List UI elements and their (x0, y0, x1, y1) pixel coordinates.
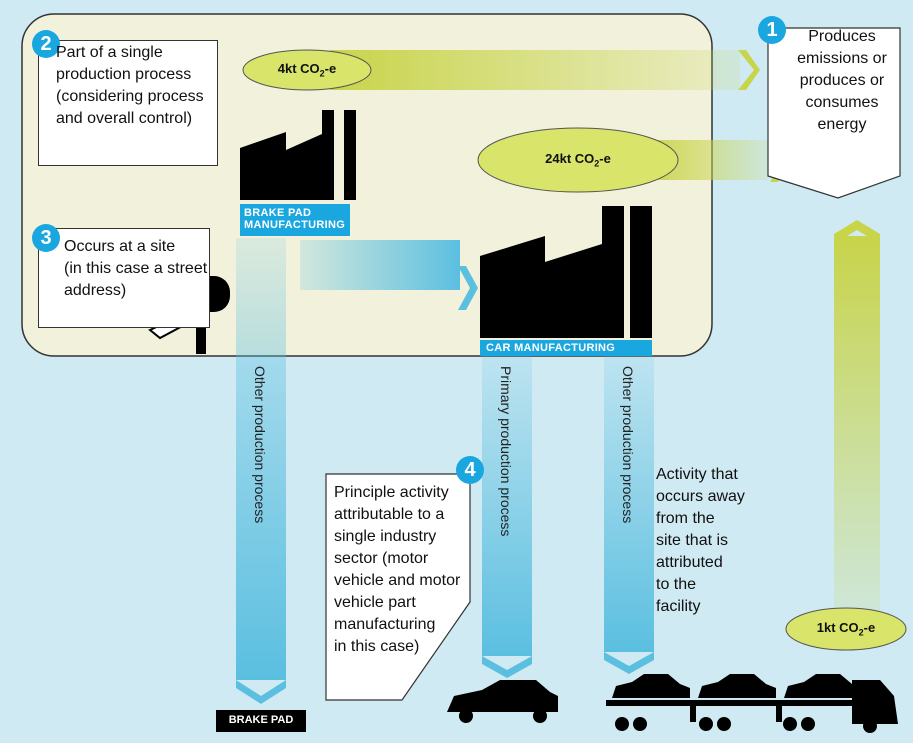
car-output-icon (447, 680, 558, 723)
brake-pad-to-car-arrow (300, 240, 478, 310)
car-primary-process-label: Primary production process (498, 366, 514, 537)
flow-brake-pad-other (236, 238, 286, 704)
step-3-text: Occurs at a site (in this case a street … (64, 238, 208, 299)
step-2-text: Part of a single production process (con… (56, 44, 204, 127)
brake-pad-factory-icon (240, 110, 356, 200)
brake-pad-other-process-label: Other production process (252, 366, 268, 524)
emission-4kt-label: 4kt CO2-e (277, 61, 337, 79)
emission-flow-arrow-vertical (834, 220, 880, 616)
step-3-badge: 3 (32, 224, 60, 252)
flow-car-primary (482, 356, 532, 678)
step-2-badge: 2 (32, 30, 60, 58)
cloud-24kt (477, 127, 679, 193)
step-2-box (38, 40, 218, 166)
flow-car-other (604, 356, 654, 674)
cloud-1kt (785, 607, 907, 651)
step-4-box (325, 473, 471, 701)
step-4-text: Principle activity attributable to a sin… (334, 484, 461, 655)
car-transporter-icon (606, 674, 898, 733)
brake-pad-output-label: BRAKE PAD (228, 714, 294, 726)
offsite-activity-note: Activity that occurs away from the site … (656, 466, 745, 615)
brake-pad-facility-label: BRAKE PAD MANUFACTURING (240, 204, 350, 236)
step-4-badge: 4 (456, 456, 484, 484)
step-3-box (38, 228, 210, 328)
emission-1kt-label: 1kt CO2-e (816, 620, 876, 638)
step-1-box (767, 27, 901, 199)
emission-24kt-label: 24kt CO2-e (545, 151, 611, 169)
cloud-4kt (242, 49, 372, 91)
car-facility-label: CAR MANUFACTURING (480, 340, 652, 356)
step-1-badge: 1 (758, 16, 786, 44)
brake-pad-output-box (216, 710, 306, 732)
car-factory-icon (480, 206, 652, 338)
emission-flow-arrow-top (330, 50, 760, 90)
step-1-text: Produces emissions or produces or consum… (797, 28, 887, 133)
car-other-process-label: Other production process (620, 366, 636, 524)
